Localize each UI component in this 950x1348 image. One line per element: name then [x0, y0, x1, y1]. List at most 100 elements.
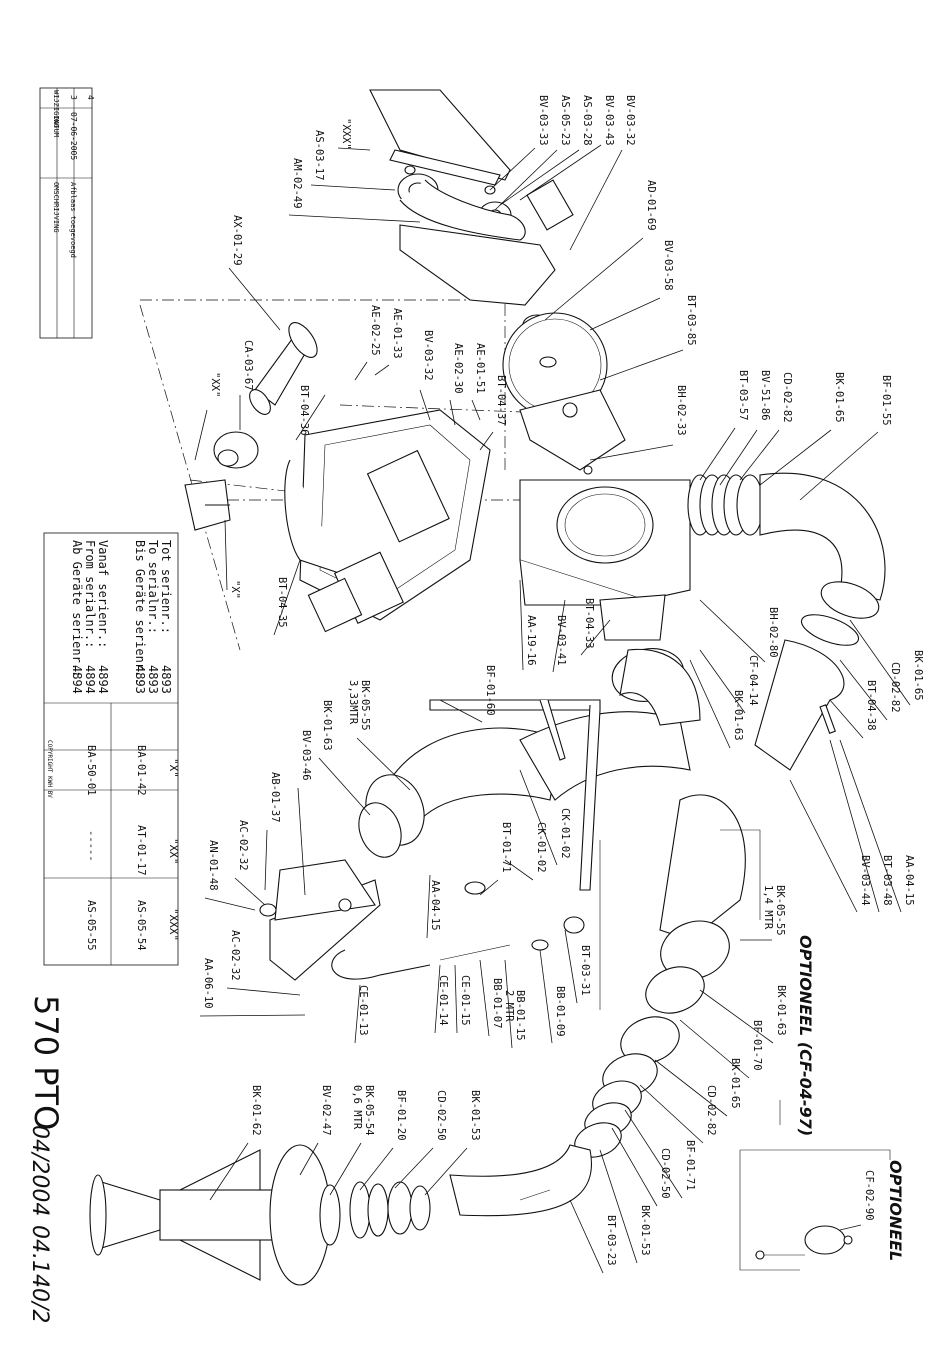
leader-line-l69 — [639, 1084, 704, 1144]
leader-line-l63 — [354, 984, 361, 1044]
belt-tensioner — [526, 179, 574, 231]
leader-line-l56 — [564, 929, 578, 1004]
part-label-l11: BT-03-85 — [685, 295, 697, 346]
part-label-l57: BB-01-09 — [554, 986, 566, 1037]
leader-line-l28 — [224, 519, 228, 591]
part-label-l60: BB-01-07 — [491, 978, 503, 1029]
part-label-l44: 3,33MTR — [347, 680, 359, 725]
part-label-l45: BK-01-63 — [321, 700, 333, 751]
part-label-l73: BT-03-23 — [605, 1215, 617, 1266]
leader-line-l64 — [226, 987, 301, 996]
part-label-l56: BT-03-31 — [579, 945, 591, 996]
serial-row-2-value: 4893 — [146, 665, 160, 694]
leader-line-l36 — [439, 699, 483, 723]
part-label-l49: AN-01-48 — [207, 840, 219, 891]
part-label-l63: CE-01-13 — [357, 985, 369, 1036]
hose-loop — [331, 949, 431, 980]
revision-header-desc: OMSCHRIJVING — [52, 182, 60, 233]
lower-bend-pipe — [449, 1144, 592, 1217]
frame-plate — [366, 449, 450, 543]
optional-label-cf-04-97: OPTIONEEL (CF-04-97) — [796, 935, 815, 1136]
revision-header-num: WIJZIGING — [52, 90, 60, 128]
part-label-l28: "X" — [229, 580, 241, 599]
serial-row-3-label: Bis Geräte serienr.: — [133, 540, 147, 685]
leader-line-l15 — [739, 429, 780, 481]
serial-row-6-label: Ab Geräte serienr.: — [70, 540, 84, 677]
leader-line-l75 — [299, 1142, 319, 1176]
part-label-l41: BT-03-48 — [881, 855, 893, 906]
part-label-l71: CD-02-50 — [659, 1148, 671, 1199]
part-label-l19: CA-03-67 — [242, 340, 254, 391]
leader-line-l33 — [699, 599, 766, 663]
part-label-l37: BK-01-65 — [912, 650, 924, 701]
revision-num-3: 3 — [69, 95, 78, 100]
leader-line-l74 — [209, 1142, 249, 1201]
part-label-l04: AS-05-23 — [559, 95, 571, 146]
part-label-l15: CD-02-82 — [781, 372, 793, 423]
leader-line-l18 — [228, 267, 281, 331]
leader-line-l09 — [544, 237, 644, 321]
part-label-l80: BK-01-53 — [469, 1090, 481, 1141]
part-label-l08: AM-02-49 — [291, 158, 303, 209]
part-label-l23: AE-01-33 — [391, 308, 403, 359]
part-label-l09: AD-01-69 — [645, 180, 657, 231]
part-label-l43: BK-05-55 — [359, 680, 371, 731]
part-label-l35: BK-01-63 — [732, 690, 744, 741]
part-label-l13: BT-03-57 — [737, 370, 749, 421]
spout-chute — [259, 859, 381, 981]
part-label-l30: AA-19-16 — [525, 615, 537, 666]
leader-line-l46 — [297, 787, 306, 896]
serial-x-old: BA-01-42 — [135, 745, 147, 796]
part-label-l68: BK-01-65 — [729, 1058, 741, 1109]
leader-line-l32 — [580, 619, 611, 656]
part-label-l46: BV-03-46 — [300, 730, 312, 781]
leader-line-l42 — [789, 779, 858, 913]
serial-row-4-value: 4894 — [96, 665, 110, 694]
revision-desc-3: Afblaas toegevoegd — [69, 182, 77, 258]
part-label-l03: AS-03-28 — [581, 95, 593, 146]
leader-line-l78 — [359, 1147, 394, 1191]
part-label-l66: BK-01-63 — [775, 985, 787, 1036]
serial-col-x: "X" — [167, 758, 180, 778]
serial-row-3-value: 4893 — [133, 665, 147, 694]
part-label-l76: BK-05-54 — [363, 1085, 375, 1136]
part-label-l26: AE-01-51 — [474, 343, 486, 394]
part-label-l58: BB-01-15 — [514, 990, 526, 1041]
part-label-l55: 1,4 MTR — [762, 885, 774, 930]
part-label-l29: BT-04-35 — [276, 577, 288, 628]
leader-line-l17 — [799, 431, 879, 501]
serial-row-6-value: 4894 — [70, 665, 84, 694]
part-label-l27: BT-04-37 — [495, 375, 507, 426]
part-label-l79: CD-02-50 — [435, 1090, 447, 1141]
serial-row-5-label: From serialnr.: — [83, 540, 97, 648]
leader-line-l05 — [489, 147, 536, 191]
part-label-l54: BK-05-55 — [774, 885, 786, 936]
part-label-l59: 2 MTR — [503, 990, 515, 1022]
belt-guard-cover — [369, 89, 511, 181]
belt-drive-assembly — [369, 89, 574, 306]
part-label-l34: CF-04-14 — [747, 655, 759, 706]
part-label-l20: "XX" — [209, 372, 221, 397]
leader-line-l76 — [329, 1142, 362, 1196]
serial-x-new: BA-50-01 — [85, 745, 97, 796]
leader-line-l72 — [599, 1149, 638, 1264]
part-label-l48: AC-02-32 — [237, 820, 249, 871]
part-label-l75: BV-02-47 — [320, 1085, 332, 1136]
blower-housing — [519, 479, 691, 641]
main-frame — [284, 409, 491, 633]
leader-line-l50 — [519, 769, 558, 866]
part-label-l70: BF-01-71 — [684, 1140, 696, 1191]
part-label-l39: BT-04-38 — [865, 680, 877, 731]
leader-line-l40 — [839, 739, 902, 913]
part-label-l64: AC-02-32 — [229, 930, 241, 981]
leader-line-l16 — [759, 429, 832, 486]
leader-line-l66 — [699, 989, 774, 1044]
leader-line-l73 — [569, 1199, 604, 1274]
discharge-funnel — [89, 1144, 431, 1286]
part-label-l52: BT-01-71 — [500, 822, 512, 873]
serial-table: Tot serienr.: To serialnr.: Bis Geräte s… — [43, 532, 180, 966]
part-label-l74: BK-01-62 — [250, 1085, 262, 1136]
leader-line-l57 — [539, 949, 553, 1044]
leader-line-l67 — [679, 1019, 750, 1079]
